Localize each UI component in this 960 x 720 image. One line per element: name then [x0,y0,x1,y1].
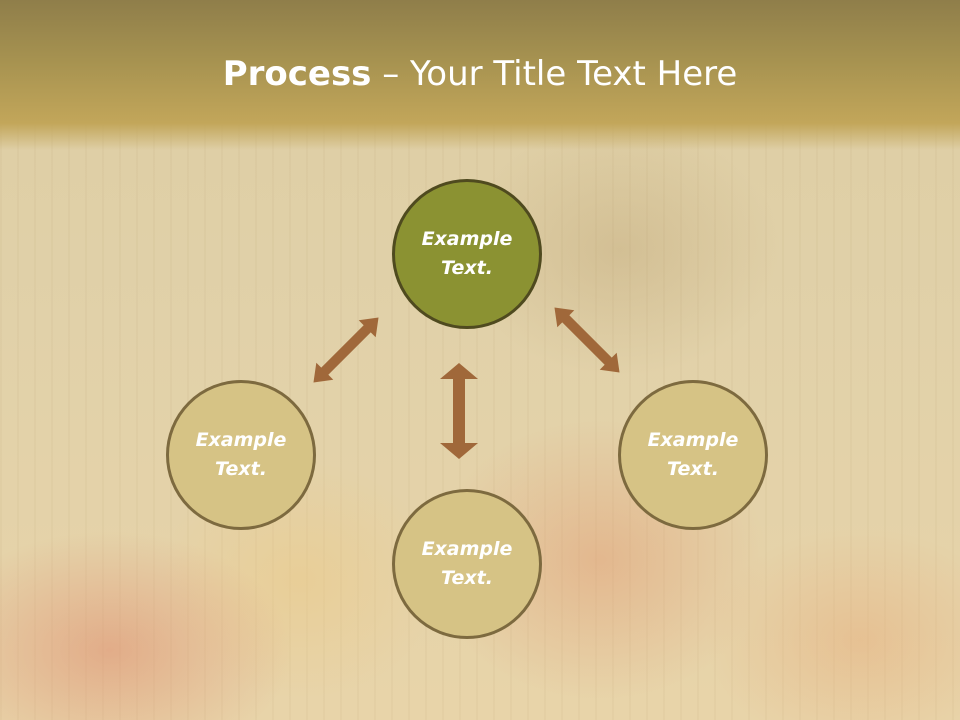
node-right: Example Text. [618,380,768,530]
node-left-label: Example Text. [195,429,287,480]
title-rest-part: – Your Title Text Here [371,54,738,94]
title-bold-part: Process [222,54,372,94]
arrow-top-right [554,307,620,373]
slide-title: Process – Your Title Text Here [0,52,960,96]
node-right-label: Example Text. [647,429,739,480]
node-bottom: Example Text. [392,489,542,639]
title-bar [0,0,960,150]
arrow-top-left [313,317,379,383]
node-top-label: Example Text. [421,228,513,279]
arrow-center-vertical [440,363,478,459]
node-left: Example Text. [166,380,316,530]
node-bottom-label: Example Text. [421,538,513,589]
node-top: Example Text. [392,179,542,329]
